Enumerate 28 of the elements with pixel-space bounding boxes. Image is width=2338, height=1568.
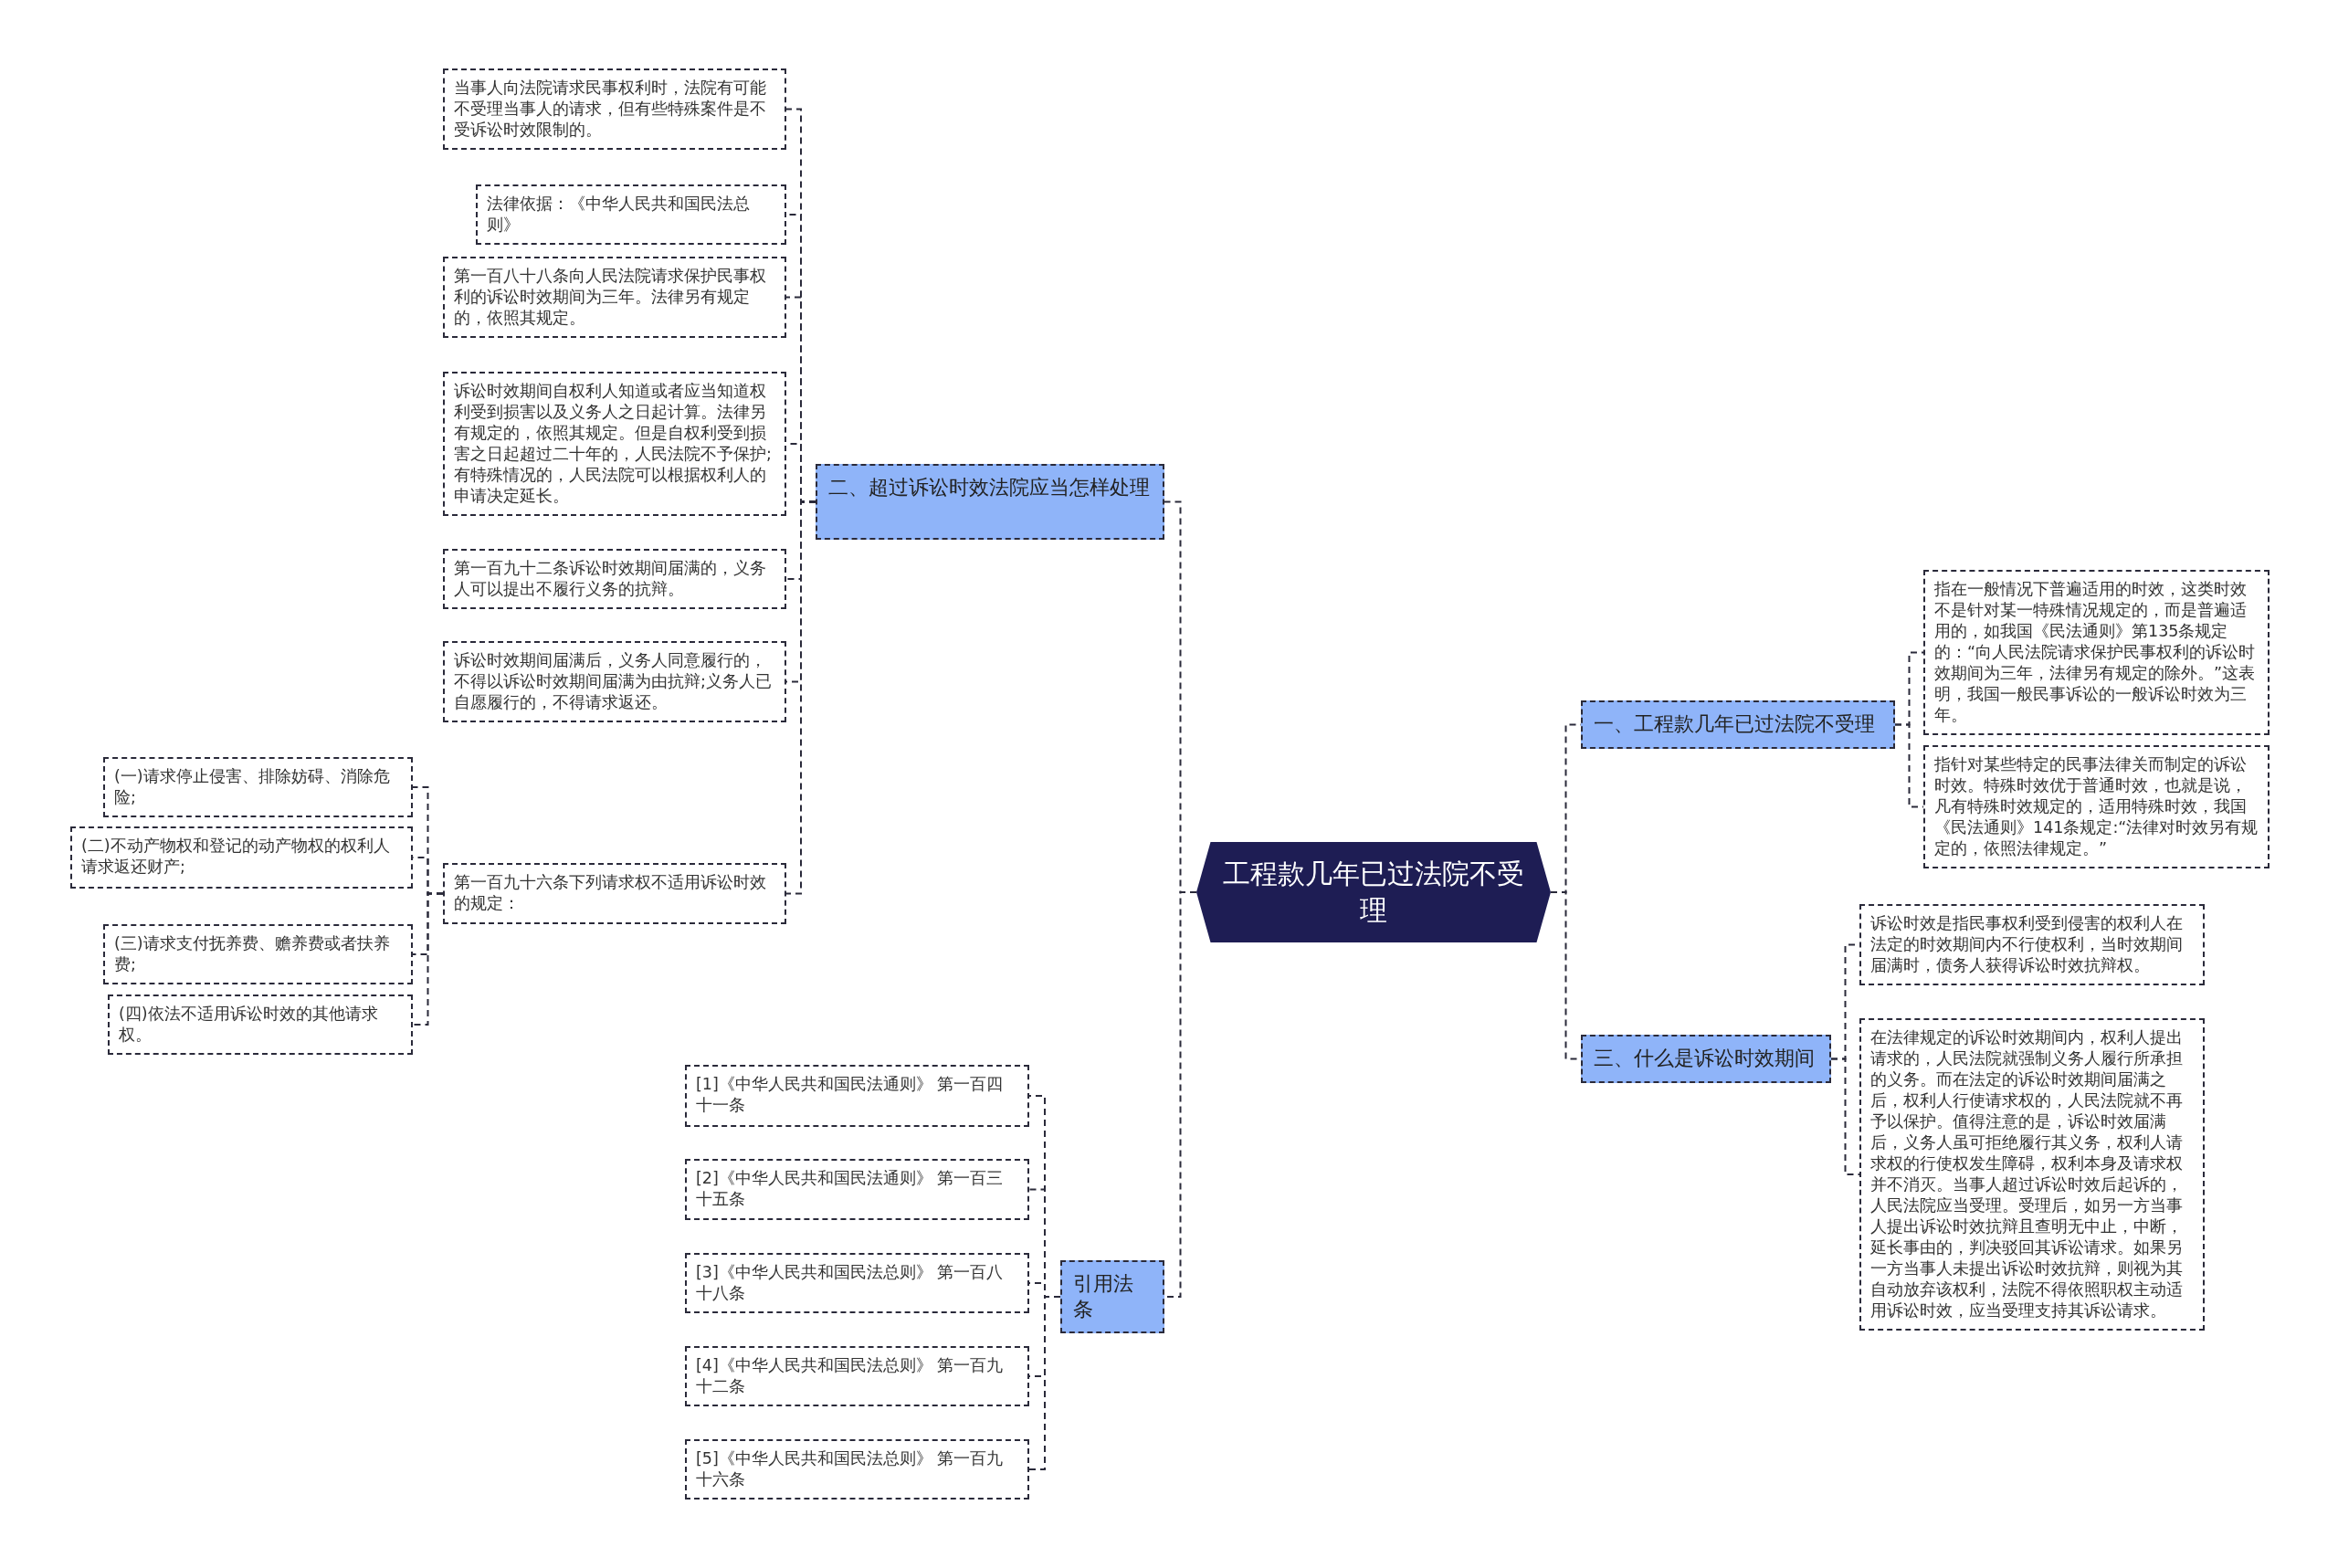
- note-box: [4]《中华人民共和国民法总则》 第一百九十二条: [685, 1346, 1029, 1406]
- note-box: 指针对某些特定的民事法律关而制定的诉讼时效。特殊时效优于普通时效，也就是说，凡有特殊时效规定的，适用特殊时效，我国《民法通则》141条规定:“法律对时效另有规定的，依照法律规定。”: [1923, 745, 2270, 868]
- connector-line: [1028, 1296, 1061, 1470]
- note-box: 诉讼时效期间届满后，义务人同意履行的，不得以诉讼时效期间届满为由抗辩;义务人已自愿履行的，不得请求返还。: [443, 641, 786, 722]
- note-box: 第一百八十八条向人民法院请求保护民事权利的诉讼时效期间为三年。法律另有规定的，依照其规定。: [443, 257, 786, 338]
- central-topic: 工程款几年已过法院不受理: [1196, 842, 1551, 942]
- note-box: 第一百九十二条诉讼时效期间届满的，义务人可以提出不履行义务的抗辩。: [443, 549, 786, 609]
- note-box: (四)依法不适用诉讼时效的其他请求权。: [108, 994, 413, 1055]
- note-box: 在法律规定的诉讼时效期间内，权利人提出请求的，人民法院就强制义务人履行所承担的义务。而在法定的诉讼时效期间届满之后，权利人行使请求权的，人民法院就不再予以保护。值得注意的是，诉讼时效届满后，义务人虽可拒绝履行其义务，权利人请求权的行使权发生障碍，权利本身及请求权并不消灭。当事人超过诉讼时效后起诉的，人民法院应当受理。受理后，如另一方当事人提出诉讼时效抗辩且查明无中止，中断，延长事由的，判决驳回其诉讼请求。如果另一方当事人未提出诉讼时效抗辩，则视为其自动放弃该权利，法院不得依照职权主动适用诉讼时效，应当受理支持其诉讼请求。: [1859, 1018, 2205, 1331]
- note-box: [2]《中华人民共和国民法通则》 第一百三十五条: [685, 1159, 1029, 1220]
- topic-box: 一、工程款几年已过法院不受理: [1581, 700, 1895, 749]
- note-box: 第一百九十六条下列请求权不适用诉讼时效的规定：: [443, 863, 786, 924]
- note-box: 法律依据：《中华人民共和国民法总则》: [476, 184, 786, 245]
- note-box: [5]《中华人民共和国民法总则》 第一百九十六条: [685, 1439, 1029, 1500]
- topic-box: 三、什么是诉讼时效期间: [1581, 1035, 1831, 1083]
- note-box: 诉讼时效期间自权利人知道或者应当知道权利受到损害以及义务人之日起计算。法律另有规定的，依照其规定。但是自权利受到损害之日起超过二十年的，人民法院不予保护;有特殊情况的，人民法院可以根据权利人的申请决定延长。: [443, 372, 786, 516]
- note-box: 当事人向法院请求民事权利时，法院有可能不受理当事人的请求，但有些特殊案件是不受诉讼时效限制的。: [443, 68, 786, 150]
- note-box: (二)不动产物权和登记的动产物权的权利人请求返还财产;: [70, 826, 413, 889]
- note-box: (三)请求支付抚养费、赡养费或者扶养费;: [103, 924, 413, 984]
- connector-line: [412, 892, 444, 1026]
- topic-box: 二、超过诉讼时效法院应当怎样处理: [816, 464, 1164, 540]
- topic-box: 引用法条: [1060, 1260, 1164, 1333]
- connector-line: [1830, 1058, 1860, 1175]
- note-box: 诉讼时效是指民事权利受到侵害的权利人在法定的时效期间内不行使权利，当时效期间届满时，债务人获得诉讼时效抗辩权。: [1859, 904, 2205, 985]
- note-box: (一)请求停止侵害、排除妨碍、消除危险;: [103, 757, 413, 817]
- note-box: 指在一般情况下普遍适用的时效，这类时效不是针对某一特殊情况规定的，而是普遍适用的，如我国《民法通则》第135条规定的：“向人民法院请求保护民事权利的诉讼时效期间为三年，法律另有规定的除外。”这表明，我国一般民事诉讼的一般诉讼时效为三年。: [1923, 570, 2270, 735]
- note-box: [3]《中华人民共和国民法总则》 第一百八十八条: [685, 1253, 1029, 1313]
- note-box: [1]《中华人民共和国民法通则》 第一百四十一条: [685, 1065, 1029, 1127]
